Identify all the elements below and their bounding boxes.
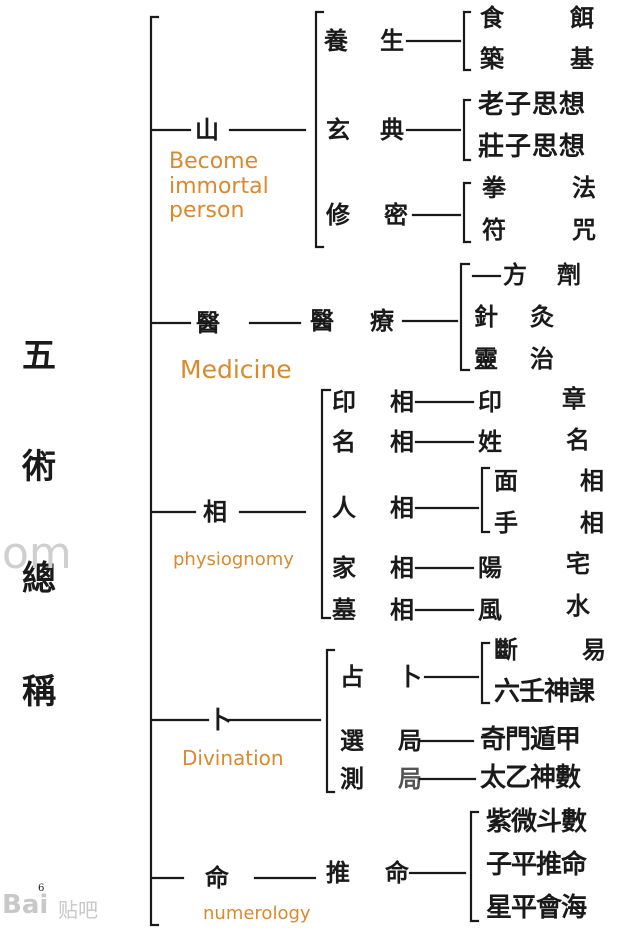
title-char: 總 (22, 559, 56, 599)
branch-label-shan: 山 (195, 115, 219, 144)
page-number: 6 (38, 883, 45, 894)
group-label: 印 (332, 387, 356, 416)
bracket-bu (325, 648, 336, 794)
group-label: 修 (326, 200, 350, 229)
leaf-item: 章 (562, 384, 586, 413)
xiang-connectors (414, 400, 480, 612)
leaf-item: 基 (570, 44, 594, 73)
group-label: 選 (340, 726, 364, 755)
leaf-item: 名 (566, 425, 590, 454)
leaf-item: 姓 (478, 427, 502, 456)
branch-label-bu: 卜 (208, 705, 232, 734)
branch-label-yi: 醫 (196, 308, 220, 337)
annotation-divination: Divination (182, 746, 284, 770)
title-char: 五 (22, 336, 56, 376)
group-label: 墓 (332, 595, 356, 624)
annotation-numerology: numerology (203, 903, 311, 924)
group-label: 相 (390, 493, 414, 522)
leaf-item: 手 (494, 508, 518, 537)
group-label: 相 (390, 553, 414, 582)
group-label: 命 (385, 858, 409, 887)
leaf-item: 陽 (478, 553, 502, 582)
leaf-item: 靈 (474, 344, 498, 373)
leaf-item: 斷 (494, 635, 518, 664)
leaf-item: 子平推命 (486, 850, 587, 880)
leaf-item: 餌 (570, 3, 594, 32)
leaf-item: 方 (503, 260, 527, 289)
leaf-item: 宅 (566, 549, 590, 578)
leaf-item: 星平會海 (486, 893, 587, 923)
group-label: 推 (326, 858, 350, 887)
bracket-xuandian (462, 98, 472, 162)
group-label: 療 (370, 306, 394, 335)
watermark-fragment: om (2, 528, 72, 579)
group-label: 玄 (326, 115, 350, 144)
leaf-item: 水 (566, 591, 590, 620)
annotation-physiognomy: physiognomy (173, 549, 294, 570)
watermark-baidu-logo: Bai (2, 890, 49, 920)
leaf-item: 相 (580, 508, 604, 537)
leaf-item: 面 (494, 466, 518, 495)
title-char: 稱 (22, 672, 56, 712)
group-label: 養 (324, 26, 348, 55)
group-label: 相 (390, 427, 414, 456)
bracket-tuiming (469, 810, 480, 923)
leaf-item: 劑 (557, 260, 581, 289)
leaf-item: 莊子思想 (478, 132, 587, 162)
group-label: 家 (332, 553, 356, 582)
leaf-item: 老子思想 (478, 90, 587, 120)
group-label: 名 (332, 427, 356, 456)
group-label: 生 (380, 26, 404, 55)
leaf-item: 相 (580, 466, 604, 495)
group-label: 醫 (310, 306, 334, 335)
bracket-yiliao (459, 262, 471, 372)
leaf-item: 治 (530, 344, 554, 373)
leaf-item: 風 (478, 595, 502, 624)
leaf-item: 奇門遁甲 (480, 725, 581, 755)
leaf-item: 食 (480, 3, 504, 32)
leaf-item: 築 (480, 44, 504, 73)
annotation-immortal: Become immortal person (169, 149, 269, 224)
leaf-item: 拳 (482, 173, 506, 202)
group-label: 密 (384, 200, 408, 229)
watermark-tieba-label: 贴吧 (58, 898, 98, 922)
bracket-xiang (320, 388, 332, 620)
leaf-item: 太乙神數 (480, 763, 581, 793)
branch-label-xiang: 相 (203, 497, 227, 526)
group-label: 相 (390, 387, 414, 416)
group-label: 人 (332, 493, 356, 522)
bracket-renxiang (480, 466, 491, 534)
main-bracket (149, 15, 160, 927)
leaf-item: 易 (582, 635, 606, 664)
group-label: 局 (398, 726, 422, 755)
leaf-item: 法 (572, 173, 596, 202)
group-label: 相 (390, 595, 414, 624)
leaf-item: 六壬神課 (494, 677, 595, 707)
branch-label-ming: 命 (205, 863, 229, 892)
bracket-xiumi (462, 181, 472, 244)
group-label: 局 (398, 764, 422, 793)
bracket-yangsheng (462, 10, 472, 72)
title-char: 術 (22, 447, 56, 487)
bracket-shan (314, 10, 325, 249)
bu-connectors (418, 675, 480, 781)
leaf-item: 咒 (572, 215, 596, 244)
group-label: 卜 (398, 662, 422, 691)
leaf-item: 紫微斗數 (486, 807, 587, 837)
group-label: 測 (340, 764, 364, 793)
leaf-item: 符 (482, 215, 506, 244)
bracket-zhanbu (480, 641, 491, 705)
leaf-item: 針 (474, 302, 498, 331)
group-label: 典 (380, 115, 404, 144)
leaf-item: 印 (478, 387, 502, 416)
shan-connectors (405, 39, 462, 217)
group-label: 占 (340, 662, 364, 691)
leaf-item: 灸 (530, 302, 554, 331)
annotation-medicine: Medicine (180, 355, 292, 384)
